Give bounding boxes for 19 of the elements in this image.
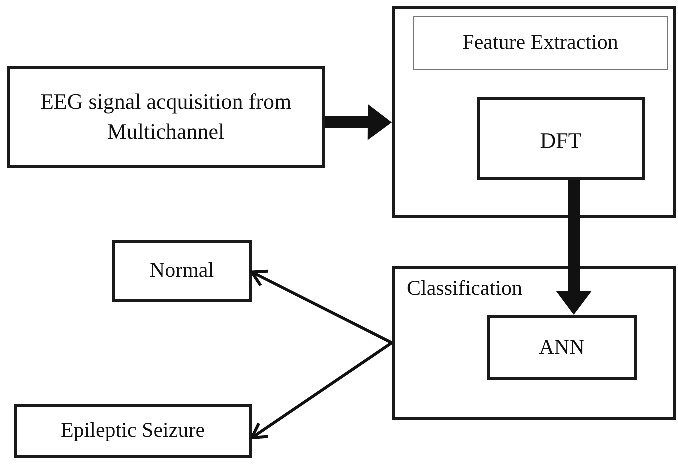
arrow: [250, 342, 393, 440]
node-label: EEG signal acquisition from Multichannel: [39, 88, 293, 146]
process-box: [7, 66, 325, 168]
process-box: [477, 97, 645, 180]
output-box: [112, 240, 252, 302]
node-label: Normal: [150, 257, 214, 284]
process-box: [413, 16, 668, 70]
group-box: [392, 6, 676, 218]
node-label: DFT: [540, 127, 582, 155]
arrow: [556, 180, 592, 315]
node-label: Feature Extraction: [462, 29, 618, 56]
group-box: [392, 266, 676, 420]
node-label: Epileptic Seizure: [60, 417, 206, 444]
process-box: [487, 315, 637, 380]
arrow: [324, 104, 392, 140]
node-label: Classification: [407, 275, 522, 302]
node-label: ANN: [539, 334, 585, 361]
arrow: [250, 270, 393, 344]
output-box: [14, 404, 252, 458]
